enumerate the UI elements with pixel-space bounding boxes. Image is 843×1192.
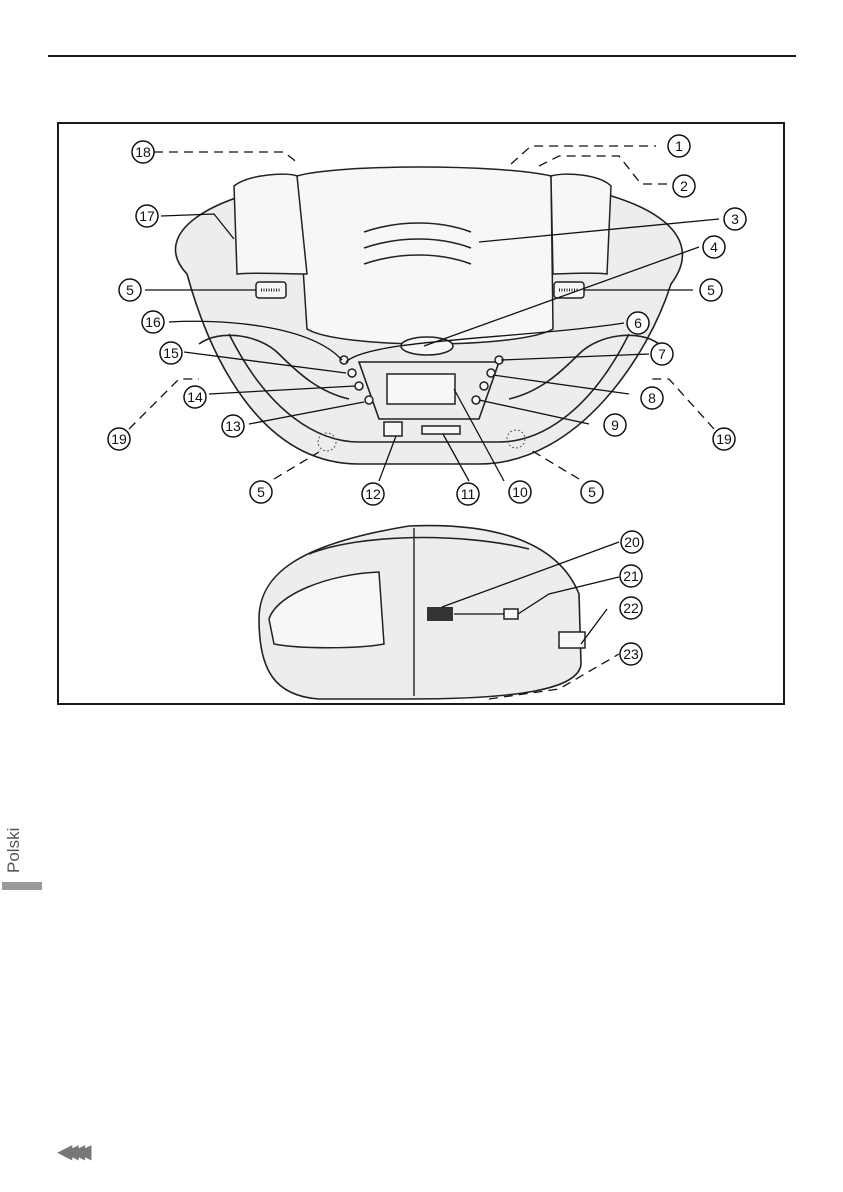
callout-12: 12	[362, 483, 384, 505]
svg-text:5: 5	[588, 484, 596, 500]
svg-text:5: 5	[126, 282, 134, 298]
svg-text:11: 11	[461, 486, 476, 502]
callout-3: 3	[724, 208, 746, 230]
callout-13: 13	[222, 415, 244, 437]
callout-10: 10	[509, 481, 531, 503]
svg-text:6: 6	[634, 315, 642, 331]
left-handle	[234, 174, 307, 274]
callout-14: 14	[184, 386, 206, 408]
callout-5-left-grille: 5	[119, 279, 141, 301]
svg-text:5: 5	[707, 282, 715, 298]
callout-17: 17	[136, 205, 158, 227]
callout-5-left-dot: 5	[250, 481, 272, 503]
svg-text:1: 1	[675, 138, 683, 154]
svg-text:3: 3	[731, 211, 739, 227]
callout-2: 2	[673, 175, 695, 197]
callout-20: 20	[621, 531, 643, 553]
callout-18: 18	[132, 141, 154, 163]
svg-text:5: 5	[257, 484, 265, 500]
right-handle	[551, 174, 611, 274]
callout-19-right: 19	[713, 428, 735, 450]
svg-text:2: 2	[680, 178, 688, 194]
lid-tab	[401, 337, 453, 355]
svg-text:4: 4	[710, 239, 718, 255]
svg-text:9: 9	[611, 417, 619, 433]
volume-dial	[427, 607, 453, 621]
svg-text:7: 7	[658, 346, 666, 362]
header-rule	[48, 55, 796, 57]
svg-text:16: 16	[145, 314, 161, 330]
svg-text:12: 12	[365, 486, 381, 502]
callout-15: 15	[160, 342, 182, 364]
card-slot	[422, 426, 460, 434]
callout-5-right-grille: 5	[700, 279, 722, 301]
callout-5-right-dot: 5	[581, 481, 603, 503]
callout-16: 16	[142, 311, 164, 333]
svg-text:10: 10	[512, 484, 528, 500]
aux-jack	[559, 632, 585, 648]
svg-text:20: 20	[624, 534, 640, 550]
device-diagram: 1 2 3 4 5 5 5 5 6 7 8 9 10 11 12 13 14 1…	[59, 124, 783, 703]
back-arrows-icon[interactable]: ◀◀◀◀	[57, 1142, 99, 1162]
callout-6: 6	[627, 312, 649, 334]
svg-text:14: 14	[187, 389, 203, 405]
callout-21: 21	[620, 565, 642, 587]
callout-1: 1	[668, 135, 690, 157]
figure-frame: 1 2 3 4 5 5 5 5 6 7 8 9 10 11 12 13 14 1…	[57, 122, 785, 705]
svg-text:23: 23	[623, 646, 639, 662]
svg-text:8: 8	[648, 390, 656, 406]
callout-19-left: 19	[108, 428, 130, 450]
function-switch	[504, 609, 518, 619]
svg-text:13: 13	[225, 418, 241, 434]
side-view	[259, 526, 585, 699]
language-tab: Polski	[2, 818, 42, 888]
svg-text:18: 18	[135, 144, 151, 160]
language-tab-bar	[2, 882, 42, 890]
svg-text:21: 21	[623, 568, 639, 584]
usb-port	[384, 422, 402, 436]
callout-9: 9	[604, 414, 626, 436]
callout-11: 11	[457, 483, 479, 505]
language-label: Polski	[4, 818, 32, 882]
callout-7: 7	[651, 343, 673, 365]
svg-text:15: 15	[163, 345, 179, 361]
callout-22: 22	[620, 597, 642, 619]
svg-text:19: 19	[716, 431, 732, 447]
callout-8: 8	[641, 387, 663, 409]
svg-text:19: 19	[111, 431, 127, 447]
callout-23: 23	[620, 643, 642, 665]
lcd-display	[387, 374, 455, 404]
callout-4: 4	[703, 236, 725, 258]
svg-text:22: 22	[623, 600, 639, 616]
svg-text:17: 17	[139, 208, 155, 224]
